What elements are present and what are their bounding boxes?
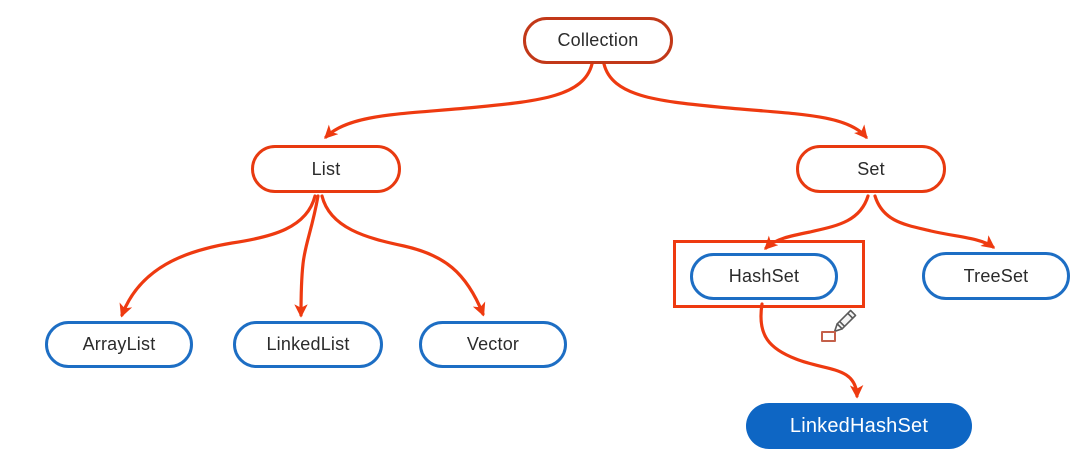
edge-hashset-linkedhashset	[759, 302, 864, 399]
node-treeset: TreeSet	[922, 252, 1070, 300]
node-hashset-label: HashSet	[728, 266, 800, 286]
edge-list-arraylist	[119, 194, 317, 318]
node-hashset: HashSet	[690, 253, 838, 300]
node-arraylist-label: ArrayList	[82, 334, 156, 354]
edge-list-linkedlist	[294, 194, 320, 318]
node-list: List	[251, 145, 401, 193]
node-list-label: List	[311, 158, 341, 179]
edge-list-vector	[320, 194, 486, 317]
edge-collection-set	[602, 62, 868, 140]
node-linkedlist: LinkedList	[233, 321, 383, 368]
hashset-highlight-box	[673, 240, 865, 308]
node-collection-label: Collection	[557, 30, 639, 50]
edge-collection-list	[324, 62, 594, 139]
node-vector: Vector	[419, 321, 567, 368]
node-vector-label: Vector	[466, 334, 520, 354]
node-set: Set	[796, 145, 946, 193]
node-arraylist: ArrayList	[45, 321, 193, 368]
node-treeset-label: TreeSet	[963, 265, 1029, 286]
node-linkedhashset-label: LinkedHashSet	[789, 414, 929, 437]
cursor-small-rect-icon	[821, 331, 836, 342]
node-collection: Collection	[523, 17, 673, 64]
edge-set-treeset	[873, 194, 996, 249]
node-set-label: Set	[857, 158, 885, 179]
node-linkedlist-label: LinkedList	[266, 334, 350, 354]
node-linkedhashset: LinkedHashSet	[746, 403, 972, 449]
